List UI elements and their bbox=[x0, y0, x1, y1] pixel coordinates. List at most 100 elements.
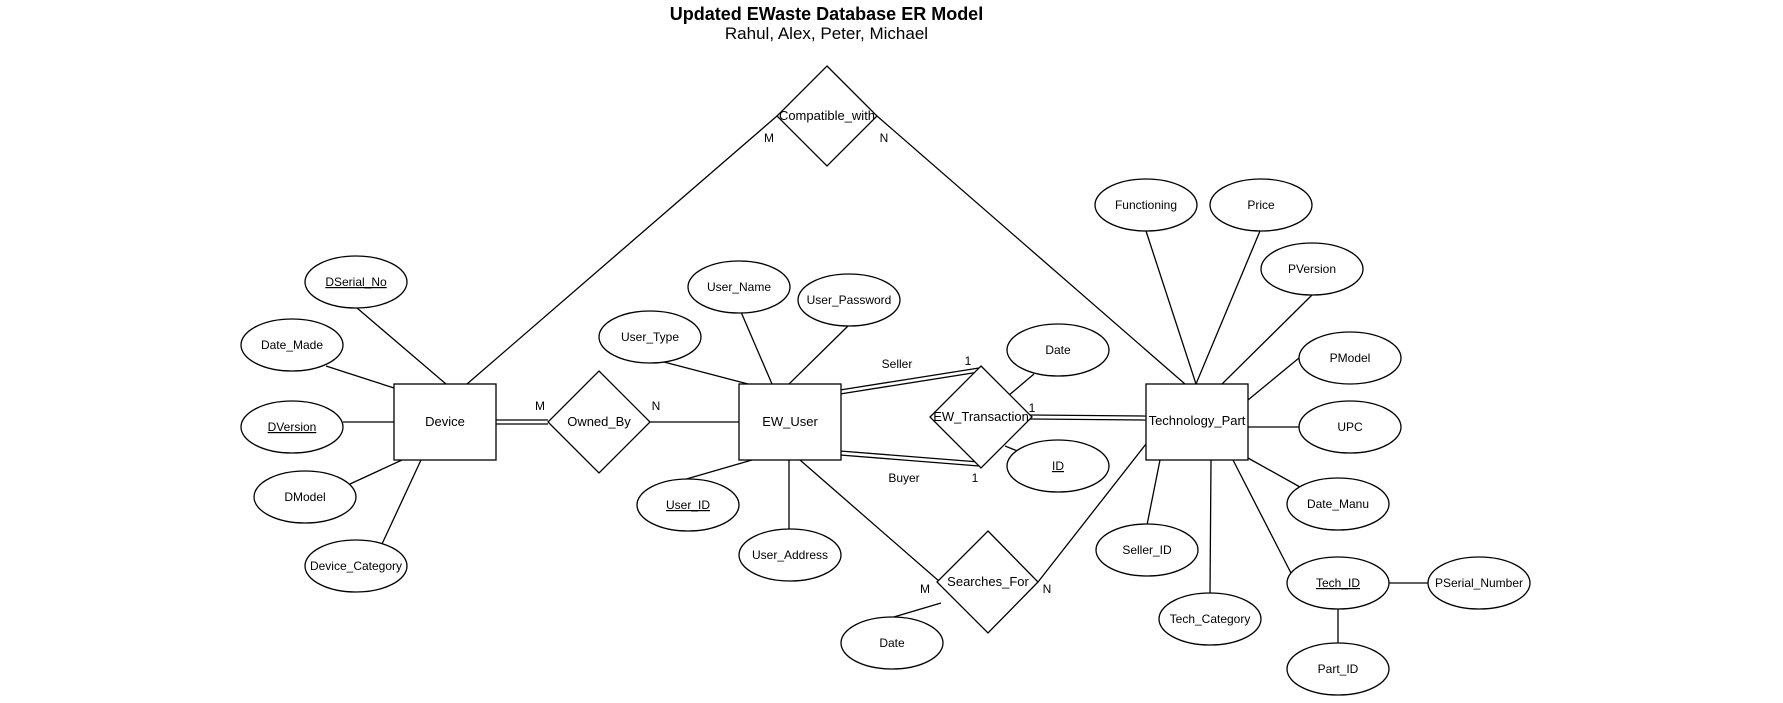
edge-device-dmodel bbox=[349, 459, 403, 485]
edge-tech-functioning bbox=[1145, 230, 1197, 385]
relationship-label: EW_Transaction bbox=[933, 409, 1029, 424]
cardinality-searches-n: N bbox=[1043, 582, 1052, 596]
role-seller: Seller bbox=[882, 357, 913, 371]
attribute-tech-category[interactable]: Tech_Category bbox=[1158, 592, 1262, 646]
attribute-functioning[interactable]: Functioning bbox=[1094, 178, 1198, 232]
attribute-transaction-date[interactable]: Date bbox=[1006, 323, 1110, 377]
entity-label: Technology_Part bbox=[1149, 413, 1246, 428]
relationship-ew-transaction[interactable]: EW_Transaction bbox=[929, 365, 1033, 469]
attribute-label: Date bbox=[1045, 343, 1071, 357]
attribute-tech-id[interactable]: Tech_ID bbox=[1286, 556, 1390, 610]
edge-compatible-techpart bbox=[876, 115, 1186, 385]
edge-user-type bbox=[663, 361, 749, 385]
attribute-date-manu[interactable]: Date_Manu bbox=[1286, 477, 1390, 531]
attribute-pversion[interactable]: PVersion bbox=[1260, 242, 1364, 296]
attribute-label: PModel bbox=[1330, 351, 1371, 365]
edge-user-trans-buyer-a bbox=[839, 450, 980, 463]
relationship-searches-for[interactable]: Searches_For bbox=[936, 530, 1039, 634]
edge-compatible-device bbox=[466, 115, 778, 385]
cardinality-searches-m: M bbox=[920, 582, 930, 596]
attribute-label: Functioning bbox=[1115, 198, 1177, 212]
relationship-compatible-with[interactable]: Compatible_with bbox=[776, 65, 878, 167]
edge-tech-pversion bbox=[1221, 294, 1313, 385]
attribute-label: User_ID bbox=[666, 498, 710, 512]
edge-tech-sellerid bbox=[1146, 459, 1161, 526]
cardinality-owned-n: N bbox=[652, 399, 661, 413]
attribute-user-name[interactable]: User_Name bbox=[687, 260, 791, 314]
attribute-label: Price bbox=[1247, 198, 1275, 212]
diagram-subtitle: Rahul, Alex, Peter, Michael bbox=[724, 24, 929, 43]
edge-trans-techpart-b bbox=[1029, 418, 1147, 421]
entity-device[interactable]: Device bbox=[393, 383, 497, 461]
cardinality-compatible-m: M bbox=[764, 131, 774, 145]
edge-device-category bbox=[381, 459, 422, 545]
attribute-label: UPC bbox=[1337, 420, 1363, 434]
edge-device-dserial bbox=[356, 307, 447, 385]
cardinality-seller: 1 bbox=[965, 354, 972, 368]
attribute-user-password[interactable]: User_Password bbox=[797, 273, 901, 327]
attribute-price[interactable]: Price bbox=[1209, 178, 1313, 232]
attribute-user-type[interactable]: User_Type bbox=[598, 310, 702, 364]
attribute-label: PVersion bbox=[1288, 262, 1336, 276]
attribute-label: Date_Made bbox=[261, 338, 323, 352]
edge-user-trans-buyer-b bbox=[839, 454, 980, 467]
relationship-label: Compatible_with bbox=[779, 108, 875, 123]
attribute-dserial-no[interactable]: DSerial_No bbox=[304, 255, 408, 309]
edge-searches-date bbox=[886, 602, 942, 620]
attribute-upc[interactable]: UPC bbox=[1298, 400, 1402, 454]
edges bbox=[325, 115, 1428, 644]
attribute-part-id[interactable]: Part_ID bbox=[1286, 642, 1390, 696]
attribute-dversion[interactable]: DVersion bbox=[240, 400, 344, 454]
cardinality-buyer: 1 bbox=[972, 471, 979, 485]
edge-tech-pmodel bbox=[1247, 357, 1300, 401]
entity-label: EW_User bbox=[762, 414, 818, 429]
attribute-label: ID bbox=[1052, 459, 1064, 473]
attribute-dmodel[interactable]: DModel bbox=[253, 470, 357, 524]
attribute-user-id[interactable]: User_ID bbox=[636, 478, 740, 532]
attribute-label: DModel bbox=[284, 490, 325, 504]
edge-trans-techpart-a bbox=[1029, 414, 1147, 417]
attribute-transaction-id[interactable]: ID bbox=[1006, 439, 1110, 493]
entity-label: Device bbox=[425, 414, 465, 429]
edge-device-datemade bbox=[325, 365, 395, 389]
entity-technology-part[interactable]: Technology_Part bbox=[1145, 383, 1249, 461]
attribute-label: User_Address bbox=[752, 548, 828, 562]
attribute-label: User_Password bbox=[807, 293, 892, 307]
attribute-label: PSerial_Number bbox=[1435, 576, 1523, 590]
attribute-seller-id[interactable]: Seller_ID bbox=[1095, 523, 1199, 577]
attribute-device-category[interactable]: Device_Category bbox=[304, 539, 408, 593]
relationship-label: Searches_For bbox=[947, 574, 1029, 589]
attribute-label: Date_Manu bbox=[1307, 497, 1369, 511]
edge-labels: M N M N Seller 1 Buyer 1 1 M N bbox=[535, 131, 1051, 596]
attribute-label: User_Type bbox=[621, 330, 679, 344]
attribute-user-address[interactable]: User_Address bbox=[738, 528, 842, 582]
attribute-label: Date bbox=[879, 636, 905, 650]
diagram-title: Updated EWaste Database ER Model bbox=[669, 4, 984, 24]
attribute-date-made[interactable]: Date_Made bbox=[240, 318, 344, 372]
attribute-pmodel[interactable]: PModel bbox=[1298, 331, 1402, 385]
attribute-label: Tech_Category bbox=[1170, 612, 1251, 626]
edge-tech-datemanu bbox=[1247, 457, 1301, 488]
edge-user-username bbox=[740, 311, 773, 385]
cardinality-transaction-techpart: 1 bbox=[1029, 401, 1036, 415]
edge-tech-price bbox=[1195, 230, 1261, 385]
relationship-owned-by[interactable]: Owned_By bbox=[547, 370, 651, 474]
role-buyer: Buyer bbox=[888, 471, 919, 485]
edge-user-trans-seller-b bbox=[839, 371, 980, 395]
attribute-label: Seller_ID bbox=[1122, 543, 1172, 557]
attribute-label: Part_ID bbox=[1318, 662, 1359, 676]
attribute-label: Device_Category bbox=[310, 559, 402, 573]
attribute-label: DSerial_No bbox=[325, 275, 387, 289]
attribute-label: Tech_ID bbox=[1316, 576, 1360, 590]
attribute-label: DVersion bbox=[268, 420, 317, 434]
attribute-pserial-number[interactable]: PSerial_Number bbox=[1427, 556, 1531, 610]
edge-user-searches bbox=[799, 459, 941, 583]
attribute-search-date[interactable]: Date bbox=[840, 616, 944, 670]
attribute-label: User_Name bbox=[707, 280, 771, 294]
edge-user-id bbox=[682, 459, 753, 481]
cardinality-owned-m: M bbox=[535, 399, 545, 413]
relationship-label: Owned_By bbox=[567, 414, 631, 429]
edge-user-password bbox=[788, 325, 849, 385]
entity-ew-user[interactable]: EW_User bbox=[738, 383, 842, 461]
